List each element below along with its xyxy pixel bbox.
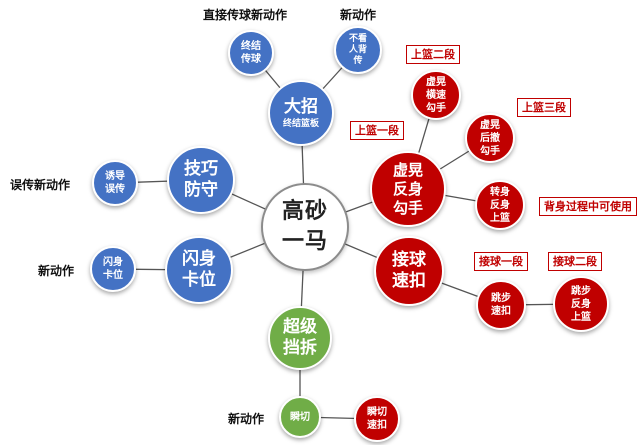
shanshen-line-1: 闪身 (182, 249, 216, 269)
node-jieqiu-suko: 接球 速扣 (374, 236, 444, 306)
houche-line-3: 勾手 (480, 145, 500, 157)
node-tiaobu-fanshen-shanglan: 跳步 反身 上篮 (553, 276, 609, 332)
shunqie-suko-line-1: 瞬切 (367, 407, 387, 418)
node-shunqie: 瞬切 (279, 396, 321, 438)
jiqiao-line-1: 技巧 (184, 159, 218, 179)
tag-layup-stage-2: 上篮二段 (406, 45, 460, 64)
node-dazhao: 大招 终结篮板 (268, 80, 334, 146)
youdao-line-2: 误传 (105, 184, 125, 195)
jieqiu-line-2: 速扣 (392, 271, 426, 291)
chaoji-line-2: 挡拆 (283, 338, 317, 358)
bukan-line-3: 传 (353, 55, 363, 66)
shanshen-small-line-2: 卡位 (103, 270, 123, 281)
zhongjie-line-2: 传球 (241, 54, 261, 65)
zhuanshen-line-2: 反身 (490, 199, 510, 211)
node-youdao-wuchuan: 诱导 误传 (92, 160, 138, 206)
label-direct-pass-new-move: 直接传球新动作 (203, 8, 288, 22)
jiqiao-line-2: 防守 (184, 180, 218, 200)
jieqiu-line-1: 接球 (392, 250, 426, 270)
shanshen-small-line-1: 闪身 (103, 257, 123, 268)
xuhuang-line-1: 虚晃 (392, 160, 423, 179)
bukan-line-1: 不看 (348, 33, 367, 44)
dazhao-title: 大招 (284, 96, 318, 117)
node-zhuanshen-shanglan: 转身 反身 上篮 (475, 180, 525, 230)
node-zhongjie-chuanqiu: 终结 传球 (228, 30, 274, 76)
label-new-move-bottom: 新动作 (228, 412, 265, 426)
bukan-line-2: 人背 (348, 44, 367, 55)
hengsu-line-2: 横速 (426, 89, 446, 101)
xuhuang-line-3: 勾手 (392, 198, 423, 217)
node-chaoji-dangchai: 超级 挡拆 (268, 306, 332, 370)
label-new-move-left: 新动作 (38, 264, 75, 278)
node-shunqie-suko: 瞬切 速扣 (354, 396, 400, 442)
node-shanshen-kawei: 闪身 卡位 (165, 236, 233, 304)
center-line-1: 高砂 (281, 199, 328, 224)
zhuanshen-line-1: 转身 (490, 186, 510, 198)
houche-line-1: 虚晃 (480, 119, 500, 131)
dazhao-subtitle: 终结篮板 (282, 118, 319, 129)
xuhuang-line-2: 反身 (392, 179, 423, 198)
node-tiaobu-suko: 跳步 速扣 (476, 280, 526, 330)
node-jiqiao-fangshou: 技巧 防守 (167, 146, 235, 214)
tag-layup-stage-3: 上篮三段 (517, 98, 571, 117)
label-mispass-new-move: 误传新动作 (10, 178, 71, 192)
chaoji-line-1: 超级 (283, 317, 317, 337)
zhuanshen-line-3: 上篮 (490, 212, 510, 224)
tiaobu-line-1: 跳步 (491, 293, 511, 304)
zhongjie-line-1: 终结 (241, 41, 261, 52)
shunqie-label: 瞬切 (290, 411, 310, 423)
hengsu-line-3: 勾手 (426, 102, 446, 114)
hengsu-line-1: 虚晃 (426, 76, 446, 88)
shanshen-line-2: 卡位 (182, 270, 216, 290)
node-xuhuang-fanshen-goushou: 虚晃 反身 勾手 (370, 151, 446, 227)
node-hengsu-goushou: 虚晃 横速 勾手 (411, 70, 461, 120)
tag-layup-stage-1: 上篮一段 (350, 121, 404, 140)
tag-catch-stage-2: 接球二段 (548, 252, 602, 271)
youdao-line-1: 诱导 (105, 171, 125, 182)
center-node: 高砂 一马 (261, 183, 349, 271)
label-new-move-top: 新动作 (340, 8, 377, 22)
center-line-2: 一马 (281, 229, 328, 254)
tiaobu-fanshen-line-1: 跳步 (571, 285, 591, 297)
shunqie-suko-line-2: 速扣 (367, 420, 387, 431)
tag-catch-stage-1: 接球一段 (474, 252, 528, 271)
houche-line-2: 后撤 (480, 132, 500, 144)
node-houche-goushou: 虚晃 后撤 勾手 (465, 113, 515, 163)
tiaobu-line-2: 速扣 (491, 306, 511, 317)
node-shanshen-small: 闪身 卡位 (90, 246, 136, 292)
tag-usable-during-post: 背身过程中可使用 (539, 197, 637, 216)
node-bukan-renbei: 不看 人背 传 (334, 26, 382, 74)
tiaobu-fanshen-line-2: 反身 (571, 298, 591, 310)
tiaobu-fanshen-line-3: 上篮 (571, 311, 591, 323)
